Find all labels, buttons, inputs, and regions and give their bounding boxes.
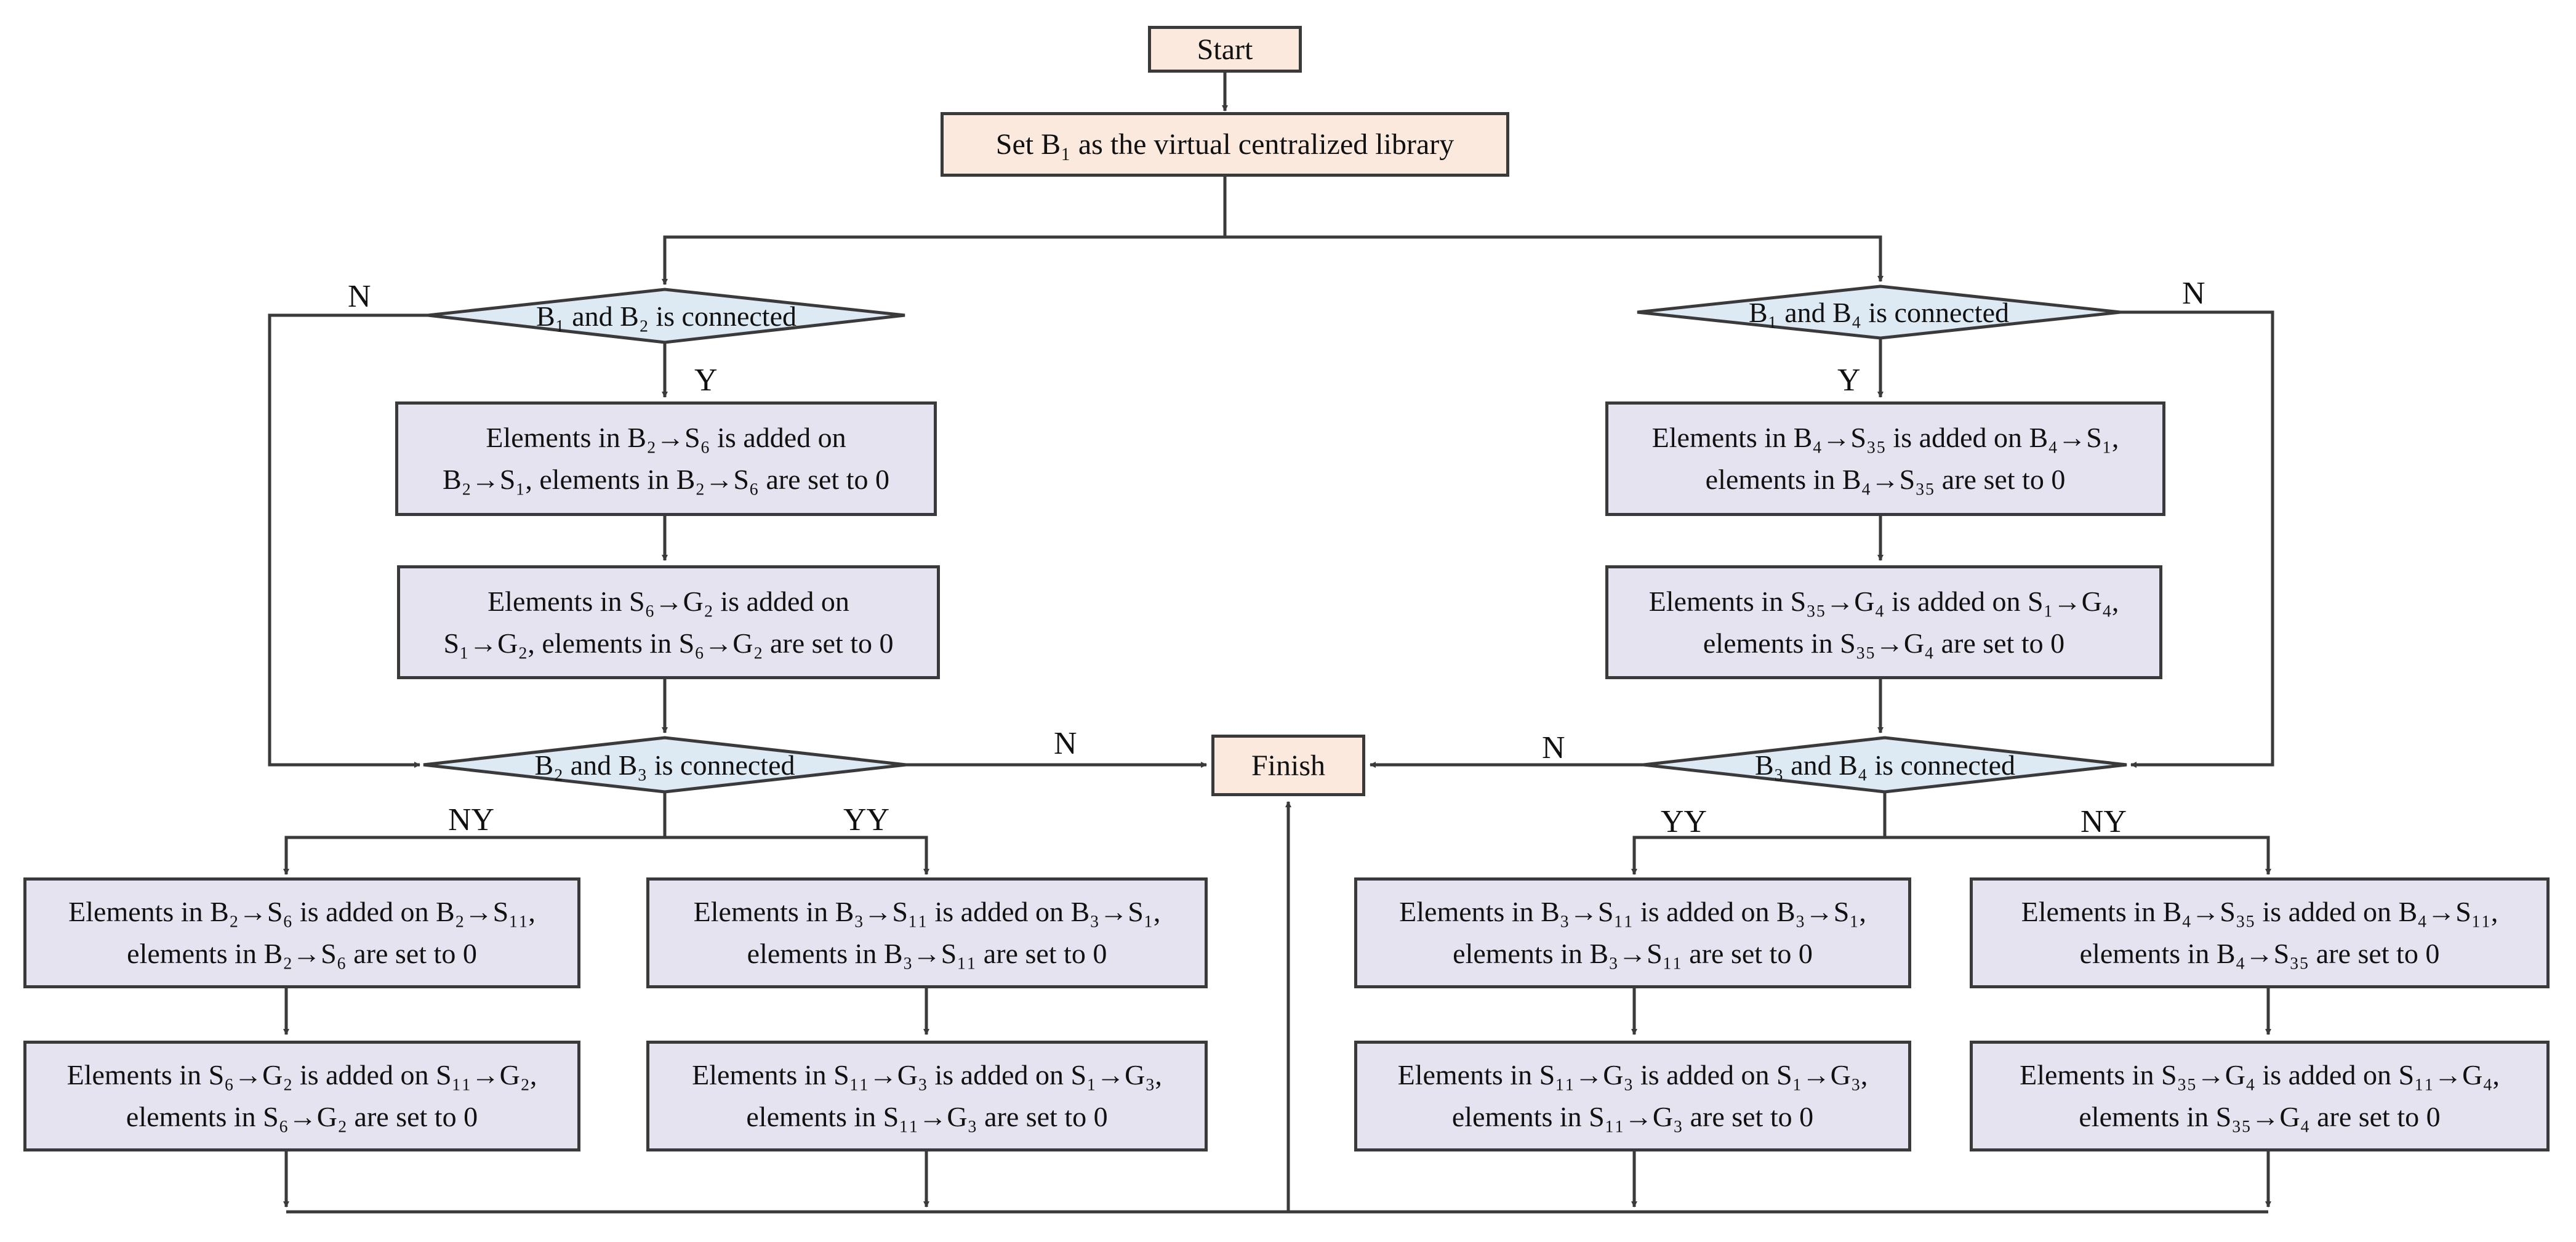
- decision-b1b2: B₁ and B₂ is connected: [428, 289, 905, 342]
- edge-set-split: [662, 177, 1227, 285]
- edge-label-n-mid-left: N: [1054, 726, 1077, 761]
- edge-dec-b1b2-no: [268, 313, 428, 768]
- finish-node: Finish: [1211, 735, 1365, 796]
- process-branch-2b: Elements in S₁₁→G₃ is added on S₁→G₃, el…: [646, 1041, 1208, 1151]
- set-b1-label: Set B₁ as the virtual centralized librar…: [995, 128, 1455, 161]
- edge-label-n-right: N: [2182, 276, 2205, 311]
- process-branch-3a-line1: Elements in B₃→S₁₁ is added on B₃→S₁,: [1399, 896, 1866, 927]
- process-branch-2a: Elements in B₃→S₁₁ is added on B₃→S₁, el…: [646, 877, 1208, 988]
- process-branch-1a-line1: Elements in B₂→S₆ is added on B₂→S₁₁,: [68, 896, 536, 927]
- start-node: Start: [1148, 26, 1302, 73]
- process-branch-3a: Elements in B₃→S₁₁ is added on B₃→S₁, el…: [1354, 877, 1911, 988]
- set-b1-node: Set B₁ as the virtual centralized librar…: [941, 112, 1509, 177]
- process-branch-3b-line1: Elements in S₁₁→G₃ is added on S₁→G₃,: [1397, 1059, 1868, 1091]
- process-branch-1a: Elements in B₂→S₆ is added on B₂→S₁₁, el…: [23, 877, 580, 988]
- edge-label-y-right: Y: [1837, 363, 1861, 398]
- process-branch-3b-line2: elements in S₁₁→G₃ are set to 0: [1451, 1101, 1814, 1132]
- process-branch-3a-line2: elements in B₃→S₁₁ are set to 0: [1453, 938, 1813, 969]
- edge-label-yy-left: YY: [843, 802, 890, 837]
- process-branch-4b-line2: elements in S₃₅→G₄ are set to 0: [2079, 1101, 2441, 1132]
- decision-b2b3: B₂ and B₃ is connected: [423, 738, 906, 792]
- process-branch-4a-line1: Elements in B₄→S₃₅ is added on B₄→S₁₁,: [2021, 896, 2498, 927]
- edge-ny-left: [283, 836, 665, 875]
- edge-yy-left: [665, 836, 929, 875]
- decision-b3b4-label: B₃ and B₄ is connected: [1755, 749, 2015, 781]
- process-left-2-line2: S₁→G₂, elements in S₆→G₂ are set to 0: [443, 627, 894, 659]
- process-left-2: Elements in S₆→G₂ is added on S₁→G₂, ele…: [397, 565, 940, 679]
- process-branch-2b-line1: Elements in S₁₁→G₃ is added on S₁→G₃,: [692, 1059, 1162, 1091]
- process-branch-1b-line1: Elements in S₆→G₂ is added on S₁₁→G₂,: [66, 1059, 537, 1091]
- edge-label-yy-right: YY: [1661, 804, 1707, 839]
- process-branch-2a-line1: Elements in B₃→S₁₁ is added on B₃→S₁,: [693, 896, 1161, 927]
- start-label: Start: [1197, 33, 1253, 66]
- process-branch-4a-line2: elements in B₄→S₃₅ are set to 0: [2079, 938, 2440, 969]
- process-branch-2a-line2: elements in B₃→S₁₁ are set to 0: [747, 938, 1107, 969]
- edge-label-y-left: Y: [694, 363, 718, 398]
- process-right-1: Elements in B₄→S₃₅ is added on B₄→S₁, el…: [1605, 401, 2165, 516]
- edge-yy-right: [1631, 836, 1885, 875]
- decision-b3b4-shape: [1643, 736, 2127, 794]
- decision-b3b4: B₃ and B₄ is connected: [1643, 738, 2127, 792]
- process-left-1-line1: Elements in B₂→S₆ is added on: [486, 422, 846, 453]
- process-right-2-line1: Elements in S₃₅→G₄ is added on S₁→G₄,: [1648, 585, 2119, 617]
- finish-label: Finish: [1251, 749, 1326, 782]
- process-branch-2b-line2: elements in S₁₁→G₃ are set to 0: [746, 1101, 1108, 1132]
- process-branch-3b: Elements in S₁₁→G₃ is added on S₁→G₃, el…: [1354, 1041, 1911, 1151]
- process-branch-4a: Elements in B₄→S₃₅ is added on B₄→S₁₁, e…: [1970, 877, 2550, 988]
- decision-b1b2-shape: [427, 288, 905, 344]
- process-left-2-line1: Elements in S₆→G₂ is added on: [488, 585, 849, 617]
- edge-split-right: [1225, 235, 1884, 282]
- process-right-2: Elements in S₃₅→G₄ is added on S₁→G₄, el…: [1605, 565, 2162, 679]
- process-branch-4b: Elements in S₃₅→G₄ is added on S₁₁→G₄, e…: [1970, 1041, 2550, 1151]
- edge-dec-b1b4-no: [2121, 310, 2274, 768]
- process-left-1-line2: B₂→S₁, elements in B₂→S₆ are set to 0: [443, 464, 889, 495]
- edge-label-n-left: N: [348, 279, 371, 314]
- process-right-2-line2: elements in S₃₅→G₄ are set to 0: [1703, 627, 2065, 659]
- edge-label-ny-left: NY: [448, 802, 495, 837]
- process-branch-1a-line2: elements in B₂→S₆ are set to 0: [127, 938, 477, 969]
- decision-b2b3-label: B₂ and B₃ is connected: [534, 749, 795, 781]
- edge-ny-right: [1885, 836, 2271, 875]
- process-branch-1b-line2: elements in S₆→G₂ are set to 0: [126, 1101, 478, 1132]
- edge-label-ny-right: NY: [2080, 804, 2127, 839]
- process-right-1-line2: elements in B₄→S₃₅ are set to 0: [1705, 464, 2066, 495]
- process-branch-1b: Elements in S₆→G₂ is added on S₁₁→G₂, el…: [23, 1041, 580, 1151]
- edge-label-n-mid-right: N: [1542, 730, 1565, 765]
- decision-b1b2-label: B₁ and B₂ is connected: [536, 300, 796, 332]
- process-branch-4b-line1: Elements in S₃₅→G₄ is added on S₁₁→G₄,: [2020, 1059, 2500, 1091]
- process-left-1: Elements in B₂→S₆ is added on B₂→S₁, ele…: [395, 401, 937, 516]
- process-right-1-line1: Elements in B₄→S₃₅ is added on B₄→S₁,: [1651, 422, 2119, 453]
- decision-b1b4-label: B₁ and B₄ is connected: [1749, 296, 2009, 328]
- decision-b1b4: B₁ and B₄ is connected: [1637, 286, 2121, 338]
